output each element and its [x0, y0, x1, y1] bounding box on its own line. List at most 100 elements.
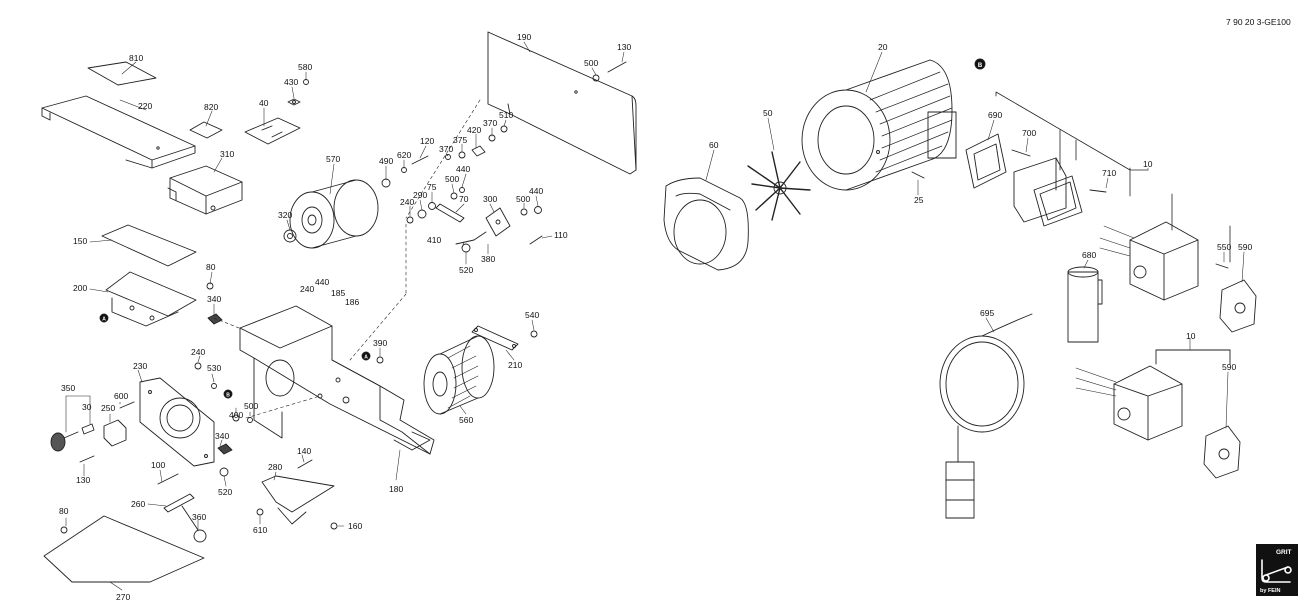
part-520-washer-lower — [219, 467, 229, 477]
label-810: 810 — [129, 53, 143, 63]
label-380: 380 — [481, 254, 495, 264]
part-240-530-fasteners — [194, 362, 253, 423]
part-680-capacitor — [1067, 266, 1103, 343]
part-810-cover-plate — [87, 61, 157, 86]
label-340a: 340 — [207, 294, 221, 304]
part-695-cable — [939, 313, 1033, 519]
part-130-screw-left — [79, 455, 95, 463]
label-270: 270 — [116, 592, 130, 602]
label-500a: 500 — [584, 58, 598, 68]
label-230: 230 — [133, 361, 147, 371]
label-390: 390 — [373, 338, 387, 348]
part-690-gasket — [965, 133, 1007, 189]
label-620: 620 — [397, 150, 411, 160]
label-690: 690 — [988, 110, 1002, 120]
label-185: 185 — [331, 288, 345, 298]
part-560-drive-wheel — [423, 335, 495, 415]
part-10-bracket-lines — [995, 91, 1231, 263]
part-20-motor — [801, 59, 957, 191]
part-190-guard-plate — [487, 31, 637, 175]
label-30: 30 — [82, 402, 92, 412]
label-695: 695 — [980, 308, 994, 318]
part-120-bolt — [411, 155, 429, 165]
label-350: 350 — [61, 383, 75, 393]
label-520a: 520 — [459, 265, 473, 275]
logo-brand: GRIT — [1276, 549, 1292, 556]
part-10-switch-upper — [1099, 221, 1199, 301]
part-610-screw — [256, 508, 264, 516]
label-40: 40 — [259, 98, 269, 108]
label-370a: 370 — [439, 144, 453, 154]
part-300-lever — [455, 207, 511, 245]
label-520b: 520 — [218, 487, 232, 497]
part-220-top-cover — [41, 95, 196, 169]
label-70: 70 — [459, 194, 469, 204]
logo-byline: by FEIN — [1260, 588, 1281, 594]
label-440c: 440 — [315, 277, 329, 287]
label-420: 420 — [467, 125, 481, 135]
part-700-screw — [1011, 149, 1031, 157]
label-360: 360 — [192, 512, 206, 522]
part-590-switch-upper — [1219, 279, 1257, 333]
callout-a-marker-2: A — [361, 351, 371, 361]
label-240b: 240 — [300, 284, 314, 294]
part-160-screw — [330, 522, 338, 530]
part-200-bracket — [105, 271, 197, 327]
label-820: 820 — [204, 102, 218, 112]
label-580: 580 — [298, 62, 312, 72]
label-590b: 590 — [1222, 362, 1236, 372]
part-180-main-frame — [239, 305, 435, 455]
label-400: 400 — [229, 410, 243, 420]
part-150-plate — [101, 224, 197, 267]
label-10a: 10 — [1143, 159, 1153, 169]
label-210: 210 — [508, 360, 522, 370]
part-340-clip-upper — [207, 313, 223, 325]
part-140-screw — [297, 459, 313, 469]
part-390-screw — [376, 356, 384, 364]
document-id: 7 90 20 3-GE100 — [1226, 17, 1291, 27]
part-600-pin — [119, 401, 135, 409]
label-410: 410 — [427, 235, 441, 245]
label-600: 600 — [114, 391, 128, 401]
label-500c: 500 — [516, 194, 530, 204]
label-700: 700 — [1022, 128, 1036, 138]
label-110: 110 — [554, 230, 568, 240]
label-570: 570 — [326, 154, 340, 164]
callout-b-marker-2: B — [974, 58, 986, 70]
part-10-switch-lower — [1075, 349, 1231, 441]
part-100-bolt — [157, 473, 179, 485]
part-550-screw — [1215, 263, 1229, 269]
svg-text:B: B — [978, 63, 983, 69]
label-120: 120 — [420, 136, 434, 146]
label-10b: 10 — [1186, 331, 1196, 341]
part-terminal-box — [1013, 157, 1083, 227]
label-500d: 500 — [244, 401, 258, 411]
part-310-bracket — [167, 165, 243, 215]
label-240c: 240 — [191, 347, 205, 357]
part-25-screw — [911, 171, 925, 179]
label-530: 530 — [207, 363, 221, 373]
label-340b: 340 — [215, 431, 229, 441]
label-290: 290 — [413, 190, 427, 200]
label-186: 186 — [345, 297, 359, 307]
label-25: 25 — [914, 195, 924, 205]
part-820-small-plate — [189, 121, 223, 139]
label-80a: 80 — [206, 262, 216, 272]
part-210-bar — [471, 325, 519, 351]
part-710-screw — [1089, 189, 1107, 193]
part-50-fan — [747, 151, 811, 221]
part-60-fan-cover — [663, 177, 749, 271]
part-40-slotted-plate — [244, 117, 301, 145]
part-500-440-fasteners-right — [520, 206, 542, 216]
label-220: 220 — [138, 101, 152, 111]
grit-by-fein-logo: GRIT by FEIN — [1256, 544, 1298, 596]
label-130b: 130 — [76, 475, 90, 485]
label-550: 550 — [1217, 242, 1231, 252]
label-190: 190 — [517, 32, 531, 42]
label-610: 610 — [253, 525, 267, 535]
label-150: 150 — [73, 236, 87, 246]
label-130a: 130 — [617, 42, 631, 52]
svg-text:A: A — [102, 317, 106, 323]
label-560: 560 — [459, 415, 473, 425]
